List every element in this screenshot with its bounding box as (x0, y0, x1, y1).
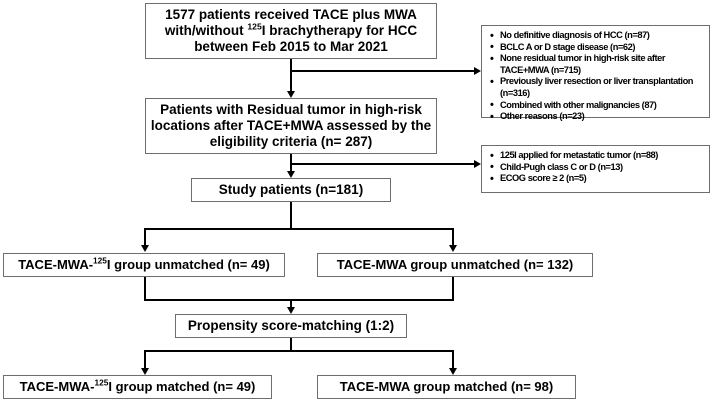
node-eligible-line3: eligibility criteria (n= 287) (209, 133, 373, 149)
node-group-left-matched: TACE-MWA-125I group matched (n= 49) (3, 375, 272, 399)
arrowhead-psm-to-left-matched (140, 368, 149, 375)
arrowhead-study-to-right-unmatched (448, 245, 457, 252)
node-propensity-score-matching: Propensity score-matching (1:2) (175, 314, 407, 338)
list-item: Previously liver resection or liver tran… (488, 76, 704, 99)
exclusions-first-box: No definitive diagnosis of HCC (n=87) BC… (481, 25, 710, 124)
node-group-right-matched: TACE-MWA group matched (n= 98) (317, 375, 576, 399)
node-psm-label: Propensity score-matching (1:2) (187, 318, 395, 334)
node-eligible-text: Patients with Residual tumor in high-ris… (147, 102, 435, 150)
connector-study-split-right (452, 228, 454, 245)
node-enrolled: 1577 patients received TACE plus MWA wit… (145, 3, 437, 59)
connector-right-unmatched-down (452, 277, 454, 301)
left-unmatched-post: I group unmatched (n= 49) (106, 257, 270, 273)
connector-psm-split-left (144, 350, 146, 368)
exclusions-second-list: 125I applied for metastatic tumor (n=88)… (488, 150, 704, 187)
list-item: No definitive diagnosis of HCC (n=87) (488, 30, 704, 43)
node-study-patients: Study patients (n=181) (191, 178, 391, 202)
connector-to-exclusions-first (290, 70, 474, 72)
node-group-right-unmatched-label: TACE-MWA group unmatched (n= 132) (336, 257, 574, 273)
node-enrolled-line1: 1577 patients received TACE plus MWA (165, 7, 417, 23)
node-group-left-unmatched: TACE-MWA-125I group unmatched (n= 49) (3, 253, 285, 277)
node-eligible-line1: Patients with Residual tumor in high-ris… (160, 102, 422, 118)
arrowhead-eligible-to-study (286, 171, 295, 178)
node-enrolled-line2-post: I brachytherapy for HCC (261, 23, 418, 39)
arrowhead-enrolled-to-eligible (286, 91, 295, 98)
list-item: BCLC A or D stage disease (n=62) (488, 41, 704, 54)
connector-to-exclusions-second (290, 163, 474, 165)
arrowhead-psm-to-right-matched (448, 368, 457, 375)
arrowhead-merge-to-psm (286, 307, 295, 314)
isotope-superscript: 125 (94, 378, 109, 388)
connector-psm-split-horizontal (144, 350, 454, 352)
node-study-patients-label: Study patients (n=181) (218, 182, 364, 198)
list-item: None residual tumor in high-risk site af… (488, 53, 704, 76)
isotope-superscript: 125 (93, 256, 107, 266)
list-item: Child-Pugh class C or D (n=13) (488, 161, 704, 174)
arrowhead-to-exclusions-first (474, 67, 481, 75)
connector-psm-down (290, 338, 292, 350)
arrowhead-to-exclusions-second (474, 160, 481, 168)
node-group-left-matched-text: TACE-MWA-125I group matched (n= 49) (16, 379, 260, 394)
connector-left-unmatched-down (144, 277, 146, 301)
connector-study-split-left (144, 228, 146, 245)
list-item: 125I applied for metastatic tumor (n=88) (488, 150, 704, 163)
node-enrolled-line2-pre: with/without (164, 23, 248, 39)
connector-enrolled-to-eligible (290, 59, 292, 91)
node-enrolled-line3: between Feb 2015 to Mar 2021 (194, 38, 388, 54)
connector-psm-split-right (452, 350, 454, 368)
isotope-superscript: 125 (247, 21, 262, 32)
node-group-right-unmatched: TACE-MWA group unmatched (n= 132) (317, 253, 593, 277)
left-unmatched-pre: TACE-MWA- (18, 257, 94, 273)
exclusions-second-box: 125I applied for metastatic tumor (n=88)… (481, 145, 710, 193)
node-group-right-matched-label: TACE-MWA group matched (n= 98) (339, 379, 554, 395)
node-eligible: Patients with Residual tumor in high-ris… (145, 98, 437, 154)
connector-study-down (290, 202, 292, 228)
left-matched-post: I group matched (n= 49) (108, 379, 256, 395)
node-eligible-line2: locations after TACE+MWA assessed by the (150, 118, 432, 134)
connector-merge-to-psm (290, 299, 292, 307)
arrowhead-study-to-left-unmatched (140, 245, 149, 252)
node-group-left-unmatched-text: TACE-MWA-125I group unmatched (n= 49) (14, 257, 274, 272)
left-matched-pre: TACE-MWA- (19, 379, 95, 395)
list-item: ECOG score ≥ 2 (n=5) (488, 173, 704, 186)
exclusions-first-list: No definitive diagnosis of HCC (n=87) BC… (488, 30, 704, 125)
node-enrolled-text: 1577 patients received TACE plus MWA wit… (161, 7, 421, 55)
connector-eligible-to-study (290, 154, 292, 171)
list-item: Other reasons (n=23) (488, 111, 704, 124)
list-item: Combined with other malignancies (87) (488, 99, 704, 112)
connector-merge-horizontal (144, 299, 454, 301)
connector-study-split-horizontal (144, 228, 454, 230)
